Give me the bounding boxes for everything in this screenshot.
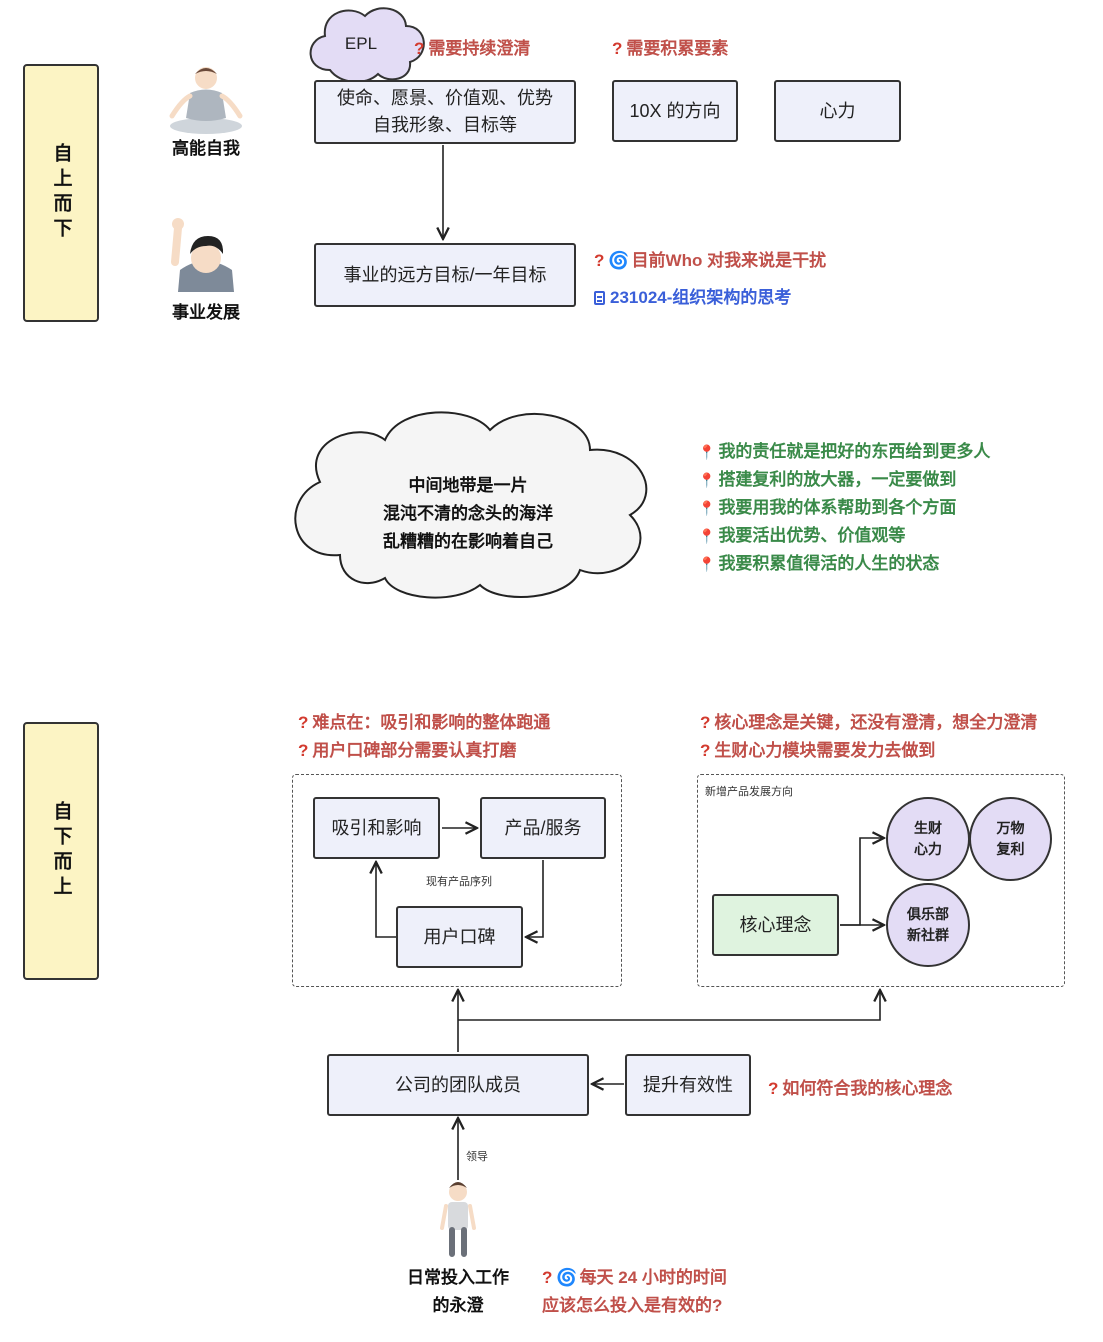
values-box: 使命、愿景、价值观、优势 自我形象、目标等 xyxy=(314,80,576,144)
reputation-box: 用户口碑 xyxy=(396,906,523,968)
existing-products-caption: 现有产品序列 xyxy=(426,876,492,888)
direction-box: 10X 的方向 xyxy=(612,80,738,142)
left-notes: ?难点在：吸引和影响的整体跑通 ?用户口碑部分需要认真打磨 xyxy=(298,709,550,765)
top-down-label: 自上而下 xyxy=(50,143,72,243)
arrow-reputation-to-attract xyxy=(376,862,396,938)
spiral-icon: 🌀 xyxy=(556,1268,578,1287)
club-circle: 俱乐部 新社群 xyxy=(886,883,970,967)
pin-icon: 📍 xyxy=(698,528,716,544)
note-daily: ?🌀每天 24 小时的时间 应该怎么投入是有效的? xyxy=(542,1268,727,1315)
epl-cloud-shape xyxy=(309,7,425,83)
note-improve: ?如何符合我的核心理念 xyxy=(768,1079,953,1098)
note-accumulate: ?需要积累要素 xyxy=(612,39,729,58)
note-who: ?🌀目前Who 对我来说是干扰 xyxy=(594,251,827,270)
team-box: 公司的团队成员 xyxy=(327,1054,589,1116)
product-box: 产品/服务 xyxy=(480,797,606,859)
compound-circle: 万物 复利 xyxy=(969,797,1052,881)
career-label: 事业发展 xyxy=(172,303,240,322)
pinned-note: 📍我要活出优势、价值观等 xyxy=(698,526,906,545)
high-self-label: 高能自我 xyxy=(172,139,240,158)
career-goal-box: 事业的远方目标/一年目标 xyxy=(314,243,576,307)
new-products-caption: 新增产品发展方向 xyxy=(705,786,793,798)
question-icon: ? xyxy=(414,39,425,58)
note-core-concept: ?核心理念是关键，还没有澄清，想全力澄清 xyxy=(700,713,1038,732)
question-icon: ? xyxy=(700,713,711,732)
question-icon: ? xyxy=(700,741,711,760)
note-wealth-module: ?生财心力模块需要发力去做到 xyxy=(700,741,936,760)
pinned-note: 📍搭建复利的放大器，一定要做到 xyxy=(698,470,957,489)
daily-person-label: 日常投入工作 的永澄 xyxy=(407,1268,509,1315)
meditating-person-icon xyxy=(169,67,243,134)
question-icon: ? xyxy=(542,1268,553,1287)
pinned-note: 📍我要用我的体系帮助到各个方面 xyxy=(698,498,957,517)
top-down-label-bar: 自上而下 xyxy=(23,64,99,322)
pinned-note: 📍我要积累值得活的人生的状态 xyxy=(698,554,940,573)
pin-icon: 📍 xyxy=(698,500,716,516)
bottom-up-label-bar: 自下而上 xyxy=(23,722,99,980)
question-icon: ? xyxy=(298,741,309,760)
raising-hand-person-icon xyxy=(171,218,234,292)
standing-person-icon xyxy=(440,1182,476,1257)
document-icon xyxy=(594,291,605,305)
lead-label: 领导 xyxy=(466,1151,488,1163)
question-icon: ? xyxy=(298,713,309,732)
note-clarify: ?需要持续澄清 xyxy=(414,39,531,58)
middle-cloud-text: 中间地带是一片 混沌不清的念头的海洋 乱糟糟的在影响着自己 xyxy=(383,476,553,551)
note-difficulty: ?难点在：吸引和影响的整体跑通 xyxy=(298,713,551,732)
question-icon: ? xyxy=(594,251,605,270)
bottom-up-label: 自下而上 xyxy=(50,801,72,901)
pinned-note: 📍我的责任就是把好的东西给到更多人 xyxy=(698,442,991,461)
arrow-product-to-reputation xyxy=(526,860,544,937)
improve-box: 提升有效性 xyxy=(625,1054,751,1116)
core-concept-box: 核心理念 xyxy=(712,894,839,956)
right-notes: ?核心理念是关键，还没有澄清，想全力澄清 ?生财心力模块需要发力去做到 xyxy=(700,709,1037,765)
attract-box: 吸引和影响 xyxy=(313,797,440,859)
question-icon: ? xyxy=(612,39,623,58)
new-products-group xyxy=(697,774,1065,987)
question-icon: ? xyxy=(768,1079,779,1098)
epl-cloud-label: EPL xyxy=(344,34,378,53)
arrow-team-to-new xyxy=(458,990,880,1021)
spiral-icon: 🌀 xyxy=(608,251,630,270)
pin-icon: 📍 xyxy=(698,556,716,572)
mind-box: 心力 xyxy=(774,80,901,142)
wealth-mind-circle: 生财 心力 xyxy=(886,797,970,881)
pinned-notes-list: 📍我的责任就是把好的东西给到更多人 📍搭建复利的放大器，一定要做到 📍我要用我的… xyxy=(698,438,990,578)
middle-cloud-shape xyxy=(294,411,648,599)
doc-link-note[interactable]: 231024-组织架构的思考 xyxy=(594,283,791,308)
existing-products-group xyxy=(292,774,622,987)
note-reputation: ?用户口碑部分需要认真打磨 xyxy=(298,741,517,760)
pin-icon: 📍 xyxy=(698,472,716,488)
pin-icon: 📍 xyxy=(698,444,716,460)
